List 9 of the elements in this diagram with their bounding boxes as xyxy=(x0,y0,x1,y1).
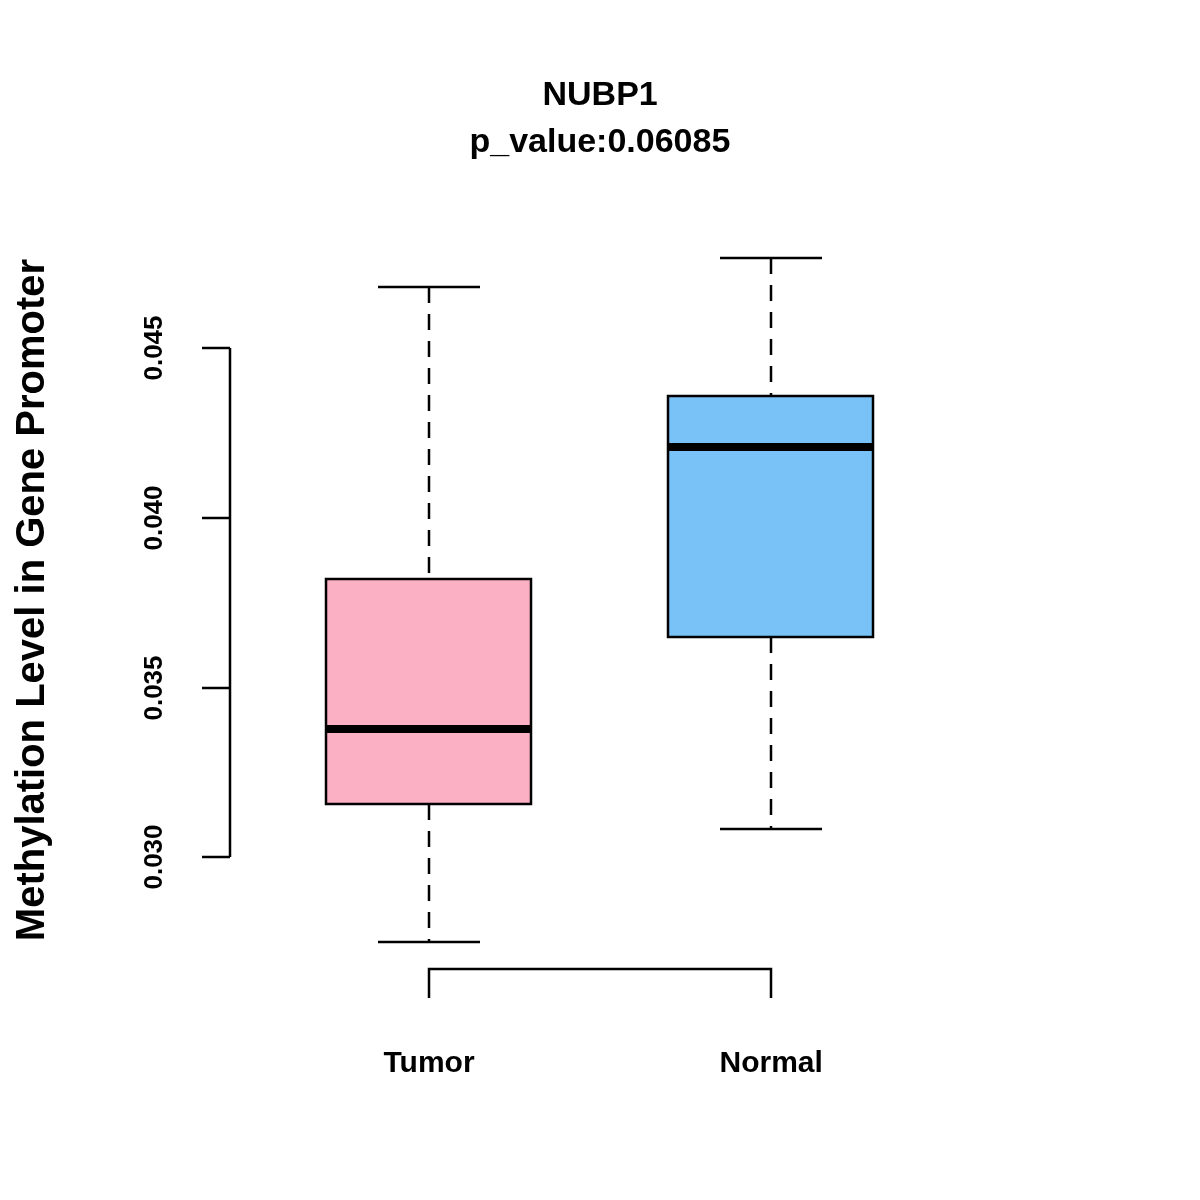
category-label: Normal xyxy=(719,1047,823,1077)
tick-label: 0.045 xyxy=(139,315,166,381)
category-label: Tumor xyxy=(383,1047,475,1077)
p-value-text: p_value:0.06085 xyxy=(469,123,731,157)
tick-label: 0.040 xyxy=(139,485,166,551)
chart-title: NUBP1 xyxy=(542,76,658,110)
y-axis-title: Methylation Level in Gene Promoter xyxy=(10,258,51,942)
tick-label: 0.030 xyxy=(139,824,166,890)
tick-label: 0.035 xyxy=(139,655,166,721)
